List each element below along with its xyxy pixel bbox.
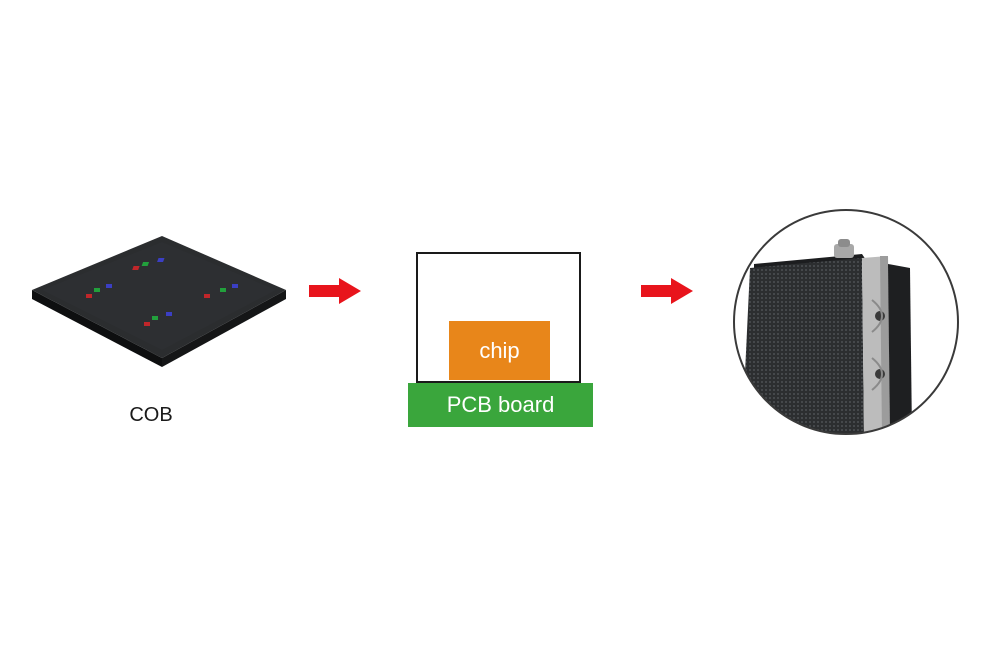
right-arrow-shape bbox=[309, 278, 361, 304]
cob-tile-side-right bbox=[162, 290, 286, 367]
led-module-closeup bbox=[733, 209, 959, 435]
screw-hole bbox=[875, 369, 885, 379]
pcb-board: PCB board bbox=[408, 383, 593, 427]
magnifier-ring bbox=[733, 209, 959, 435]
connector-knob bbox=[834, 244, 854, 258]
right-arrow-icon bbox=[641, 278, 693, 304]
led-group-right bbox=[204, 284, 238, 298]
chip-block: chip bbox=[449, 321, 550, 380]
screw-hole bbox=[875, 311, 885, 321]
led-panel-face bbox=[742, 258, 864, 434]
led-group-bottom bbox=[144, 312, 172, 326]
cob-label: COB bbox=[129, 404, 173, 426]
right-arrow-shape bbox=[641, 278, 693, 304]
right-arrow-icon bbox=[309, 278, 361, 304]
cob-tile-image bbox=[32, 236, 286, 367]
rear-housing bbox=[888, 264, 912, 434]
led-group-left bbox=[86, 284, 112, 298]
led-group-top bbox=[132, 258, 165, 270]
cob-tile-side-left bbox=[32, 290, 162, 367]
